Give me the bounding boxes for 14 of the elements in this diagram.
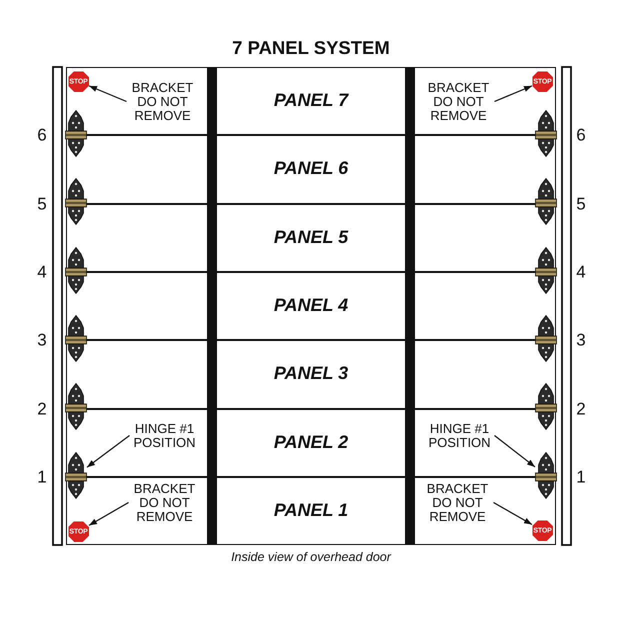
title: 7 PANEL SYSTEM xyxy=(232,38,390,58)
row-number: 4 xyxy=(576,264,586,280)
caption: Inside view of overhead door xyxy=(231,551,391,565)
row-number: 5 xyxy=(37,195,47,212)
row-number: 2 xyxy=(37,400,47,417)
row-number: 1 xyxy=(37,468,47,486)
row-number: 6 xyxy=(576,126,586,144)
row-number: 4 xyxy=(37,264,47,280)
row-number: 5 xyxy=(576,195,586,212)
row-number: 3 xyxy=(576,332,586,348)
row-number: 1 xyxy=(576,468,586,486)
row-number: 6 xyxy=(37,126,47,144)
row-number: 3 xyxy=(37,332,47,348)
row-number: 2 xyxy=(576,400,586,417)
